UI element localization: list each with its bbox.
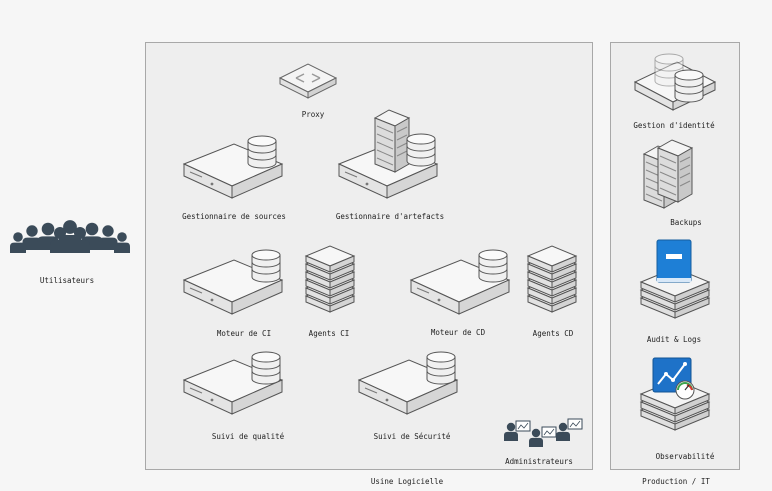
cd-engine-icon [409,249,511,320]
artifact-manager-label: Gestionnaire d'artefacts [335,212,445,221]
quality-icon [182,351,284,415]
ci-engine-label: Moteur de CI [216,329,272,338]
artifact-manager-icon [337,109,439,202]
ci-engine-icon [182,249,284,320]
security-icon [357,351,459,415]
identity-label: Gestion d'identité [633,121,715,130]
source-manager-icon [182,134,284,200]
source-manager-label: Gestionnaire de sources [182,212,286,221]
cd-engine-label: Moteur de CD [430,328,486,337]
factory-label: Usine Logicielle [370,477,444,486]
backups-label: Backups [670,218,702,227]
admins-icon [502,415,584,449]
audit-logs-label: Audit & Logs [646,335,702,344]
proxy-icon [278,62,338,100]
proxy-label: Proxy [301,110,325,119]
quality-label: Suivi de qualité [211,432,285,441]
ci-agents-icon [305,245,356,313]
identity-icon [633,52,717,112]
ci-agents-label: Agents CI [308,329,350,338]
audit-logs-icon [639,238,711,330]
admins-label: Administrateurs [505,457,573,466]
cd-agents-label: Agents CD [532,329,574,338]
backups-icon [643,139,696,212]
security-label: Suivi de Sécurité [373,432,451,441]
observability-label: Observabilité [655,452,715,461]
observability-icon [639,357,711,440]
users-icon [8,215,132,271]
cd-agents-icon [527,245,578,313]
users-label: Utilisateurs [39,276,95,285]
production-label: Production / IT [642,477,710,486]
